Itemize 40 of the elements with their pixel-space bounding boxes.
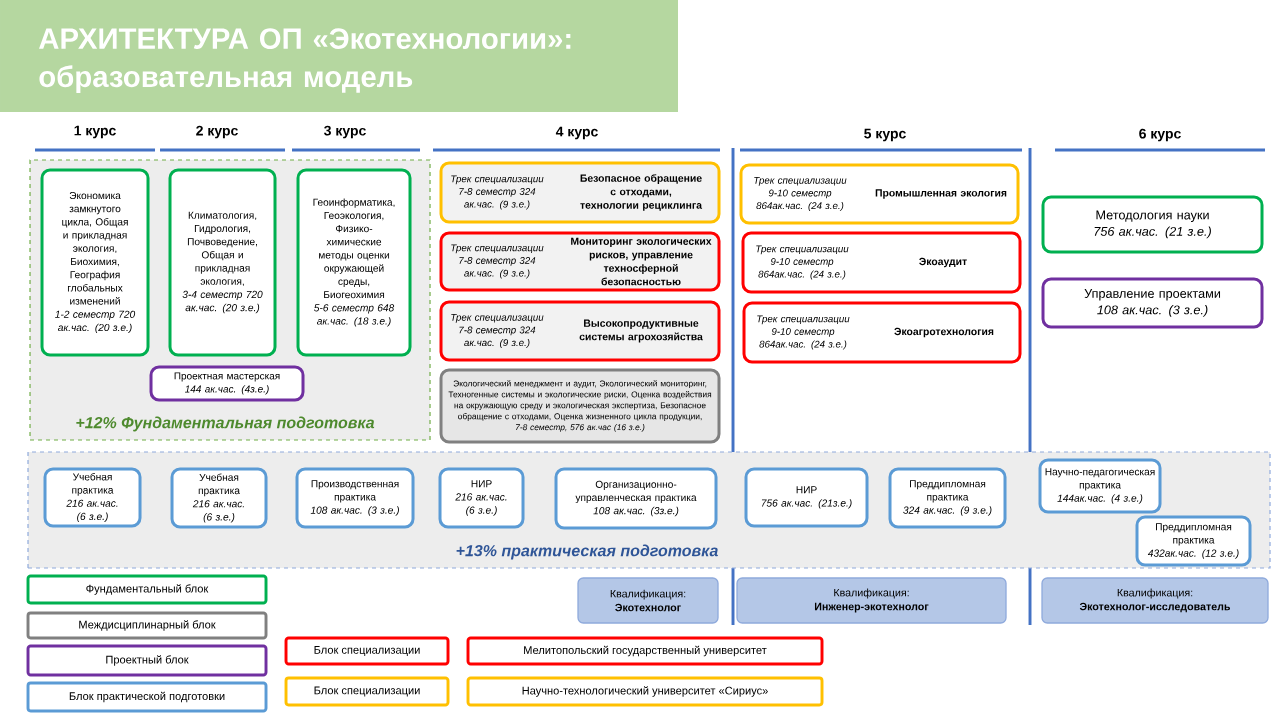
legend-box: Мелитопольский государственный университет	[466, 636, 824, 666]
practice-box: Организационно-управленческая практика 108 ак.час. (3з.е.)	[554, 467, 718, 530]
course-label: 2 курс	[196, 125, 238, 139]
title: АРХИТЕКТУРА ОП «Экотехнологии»: образовательная модель	[39, 28, 571, 93]
track-box: Трек специализации 9-10 семестр 864ак.час. (24 з.е.) Экоаудит	[741, 231, 1022, 294]
legend-box: Междисциплинарный блок	[26, 611, 268, 640]
practice-box: НИР 216 ак.час. (6 з.е.)	[438, 467, 525, 529]
qualification-box: Квалификация: Инженер-экотехнолог	[736, 577, 1007, 624]
practice-box: Преддипломная практика 324 ак.час. (9 з.е.)	[888, 467, 1007, 529]
legend-box: Научно-технологический университет «Сириус»	[466, 676, 824, 707]
course-box: Управление проектами 108 ак.час. (3 з.е.)	[1041, 277, 1264, 329]
legend-box: Фундаментальный блок	[26, 574, 268, 605]
project-box: Проектная мастерская 144 ак.час. (4з.е.)	[149, 365, 305, 402]
practice-box: НИР 756 ак.час. (21з.е.)	[744, 467, 869, 528]
legend-box: Блок специализации	[284, 676, 450, 707]
practice-box: Учебная практика 216 ак.час. (6 з.е.)	[170, 467, 268, 529]
course-box: Методология науки 756 ак.час. (21 з.е.)	[1041, 195, 1264, 254]
course-box: Геоинформатика, Геоэкология, Физико-химические методы оценки окружающей среды, Биогеохимия 5-6 семестр 648 ак.час. (18 з.е.)	[296, 168, 412, 357]
track-box: Трек специализации 9-10 семестр 864ак.час. (24 з.е.) Промышленная экология	[739, 163, 1020, 225]
course-label: 1 курс	[74, 125, 116, 139]
legend-box: Блок специализации	[284, 636, 450, 666]
practice-box: Учебная практика 216 ак.час. (6 з.е.)	[43, 467, 142, 528]
course-label: 5 курс	[864, 128, 906, 142]
legend-box: Проектный блок	[26, 644, 268, 677]
qualification-box: Квалификация: Экотехнолог-исследователь	[1041, 577, 1269, 624]
practice-box: Научно-педагогическая практика 144ак.час. (4 з.е.)	[1038, 458, 1162, 514]
course-label: 4 курс	[555, 126, 598, 140]
course-box: Климатология, Гидрология, Почвоведение, Общая и прикладная экология, 3-4 семестр 720 ак.час. (20 з.е.)	[168, 168, 277, 357]
course-label: 3 курс	[324, 125, 366, 139]
track-box: Трек специализации 9-10 семестр 864ак.час. (24 з.е.) Экоагротехнология	[742, 301, 1022, 364]
practice-box: Преддипломная практика 432ак.час. (12 з.е.)	[1135, 515, 1252, 567]
track-box: Трек специализации 7-8 семестр 324 ак.час. (9 з.е.) Безопасное обращение с отходами, технологии рециклинга	[439, 161, 721, 224]
qualification-box: Квалификация: Экотехнолог	[577, 577, 719, 624]
legend-box: Блок практической подготовки	[26, 681, 268, 713]
course-box: Экономика замкнутого цикла, Общая и прикладная экология, Биохимия, География глобальных изменений 1-2 семестр 720 ак.час. (20 з.е.)	[40, 168, 150, 357]
track-box: Трек специализации 7-8 семестр 324 ак.час. (9 з.е.) Мониторинг экологических рисков, управление техносферной безопасностью	[439, 231, 721, 292]
practice-box: Производственная практика 108 ак.час. (3 з.е.)	[295, 467, 415, 529]
course-box: Экологический менеджмент и аудит, Экологический мониторинг, Техногенные системы и экологические риски, Оценка воздействия на окружающую среду и экологическая экспертиза, Безопасное обращение с отходами, Оценка жизненного цикла продукции, 7-8 семестр, 576 ак.час (16 з.е.)	[439, 368, 721, 444]
course-label: 6 курс	[1139, 128, 1181, 142]
track-box: Трек специализации 7-8 семестр 324 ак.час. (9 з.е.) Высокопродуктивные системы агрохозяйства	[439, 300, 721, 362]
